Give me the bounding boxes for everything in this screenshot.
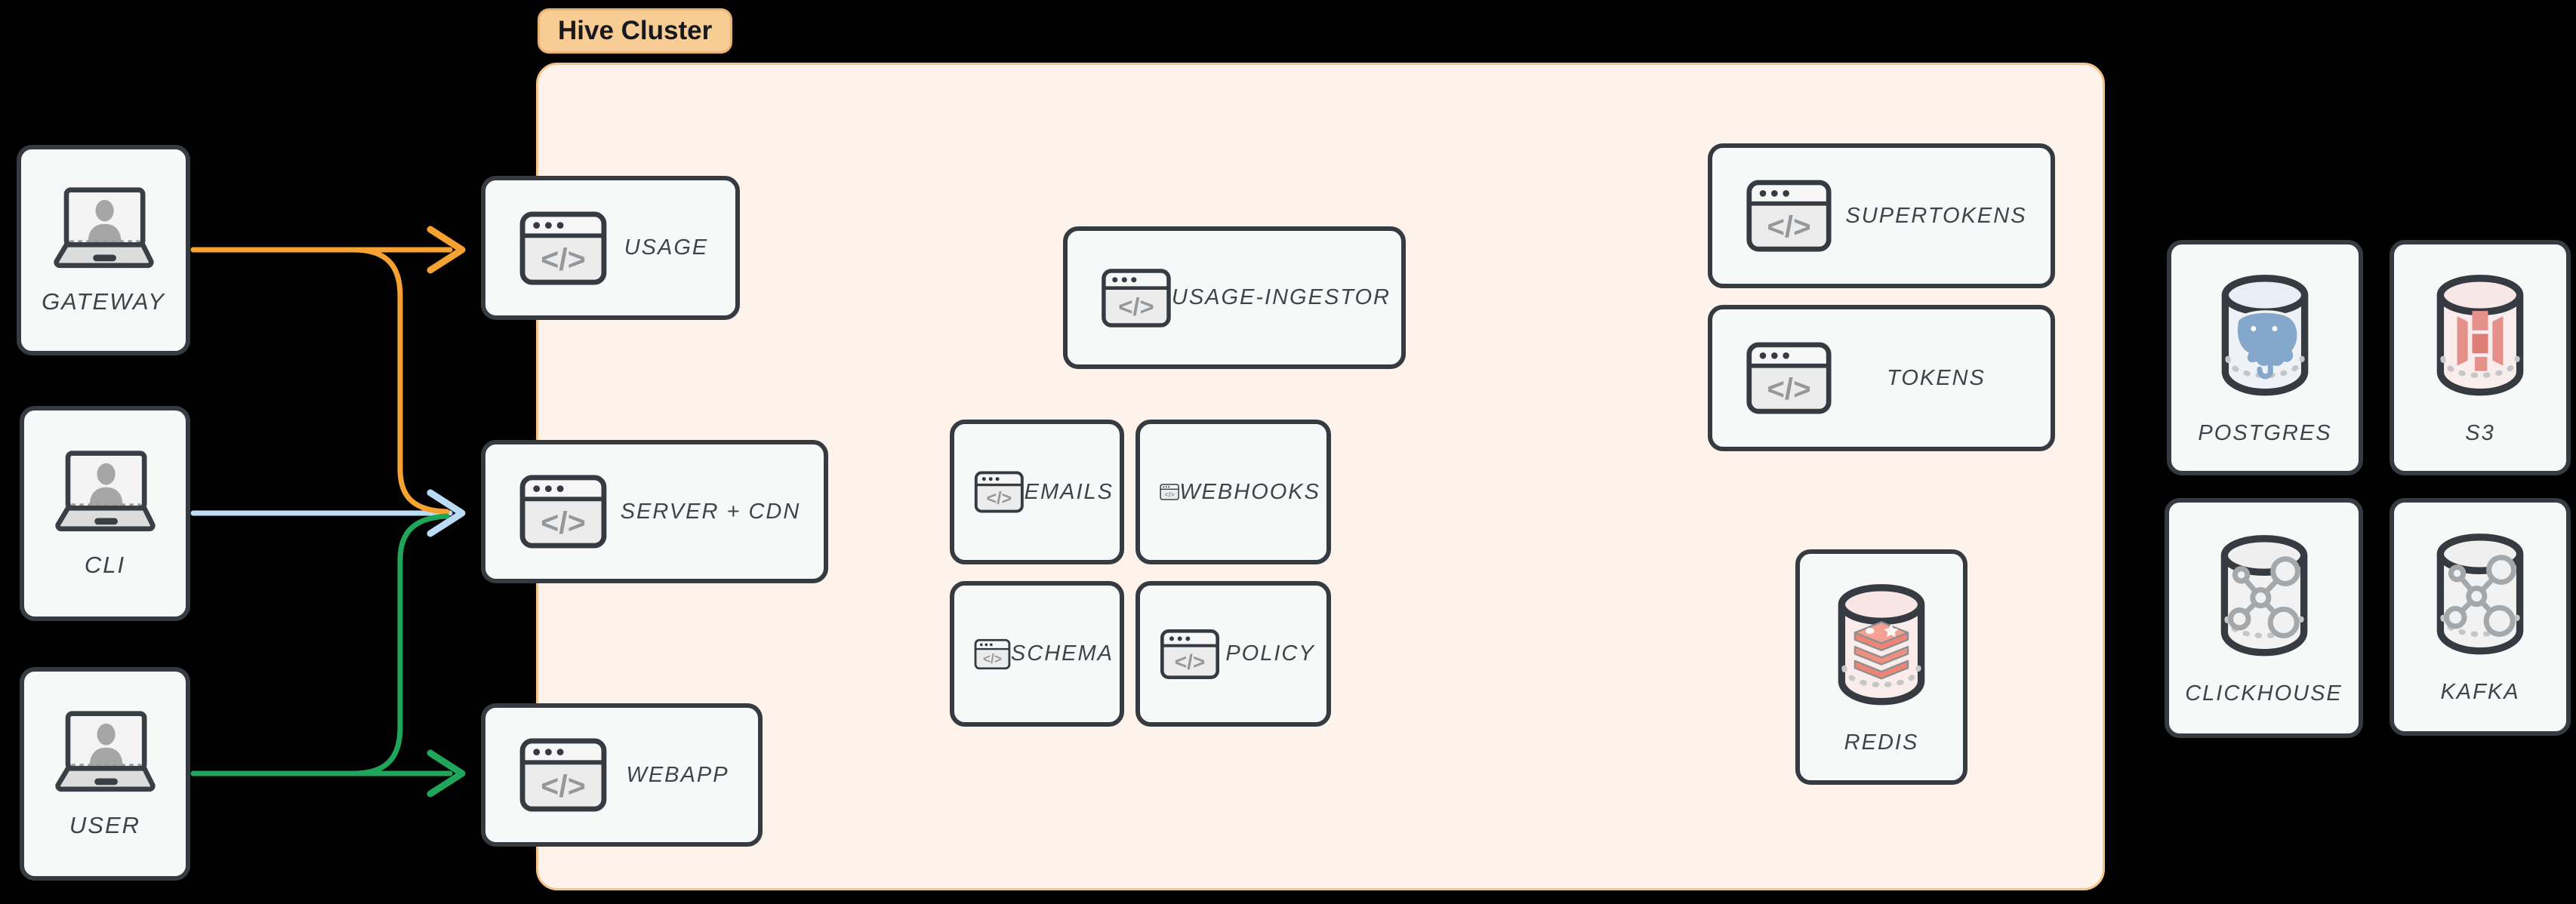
node-schema-label: SCHEMA: [1010, 641, 1114, 666]
node-webhooks: WEBHOOKS: [1135, 420, 1331, 564]
node-tokens-label: TOKENS: [1887, 365, 1986, 390]
code-window-icon: [974, 629, 1011, 680]
hive-cluster-badge-label: Hive Cluster: [558, 16, 713, 45]
node-postgres-label: POSTGRES: [2198, 420, 2332, 445]
node-usage: USAGE: [481, 176, 740, 320]
node-gateway-label: GATEWAY: [42, 288, 165, 315]
edge-gateway-to-usage-arrowhead-icon: [427, 226, 466, 274]
node-postgres: POSTGRES: [2167, 240, 2363, 475]
node-tokens: TOKENS: [1708, 305, 2055, 451]
node-policy-label: POLICY: [1225, 641, 1315, 666]
node-user: USER: [20, 667, 190, 881]
edge-gateway-to-servercdn: [350, 247, 450, 515]
node-redis: REDIS: [1795, 549, 1967, 785]
database-molecule-icon: [2423, 529, 2537, 662]
database-molecule-icon: [2207, 530, 2322, 663]
node-kafka: KAFKA: [2390, 498, 2571, 736]
edge-cli-to-servercdn-arrowhead-icon: [427, 489, 466, 537]
node-s3-label: S3: [2465, 420, 2495, 445]
edge-user-to-webapp-arrowhead-icon: [427, 749, 466, 798]
node-supertokens-label: SUPERTOKENS: [1845, 203, 2027, 228]
laptop-user-icon: [43, 709, 168, 798]
laptop-user-icon: [42, 185, 166, 275]
code-window-icon: [519, 474, 608, 549]
code-window-icon: [519, 211, 608, 286]
node-usage-ingestor-label: USAGE-INGESTOR: [1171, 285, 1391, 309]
node-emails-label: EMAILS: [1024, 479, 1114, 504]
node-usage-ingestor: USAGE-INGESTOR: [1063, 226, 1406, 369]
node-gateway: GATEWAY: [17, 145, 190, 355]
code-window-icon: [1746, 341, 1832, 415]
node-emails: EMAILS: [950, 420, 1124, 564]
node-policy: POLICY: [1135, 581, 1331, 727]
laptop-user-icon: [43, 448, 168, 538]
node-user-label: USER: [69, 812, 141, 838]
database-s3-icon: [2423, 270, 2537, 403]
node-schema: SCHEMA: [950, 581, 1124, 727]
node-webhooks-label: WEBHOOKS: [1179, 479, 1320, 504]
code-window-icon: [1160, 629, 1220, 680]
node-cli: CLI: [20, 406, 190, 621]
node-webapp: WEBAPP: [481, 703, 763, 847]
node-redis-label: REDIS: [1844, 730, 1919, 755]
node-server-cdn: SERVER + CDN: [481, 440, 828, 583]
code-window-icon: [1160, 466, 1179, 518]
node-cli-label: CLI: [84, 552, 126, 578]
database-postgres-icon: [2208, 270, 2322, 403]
node-kafka-label: KAFKA: [2440, 680, 2520, 704]
node-clickhouse-label: CLICKHOUSE: [2185, 681, 2343, 706]
node-s3: S3: [2390, 240, 2571, 475]
code-window-icon: [519, 737, 608, 813]
code-window-icon: [1746, 179, 1832, 253]
node-supertokens: SUPERTOKENS: [1708, 143, 2055, 288]
code-window-icon: [974, 466, 1025, 518]
node-server-cdn-label: SERVER + CDN: [620, 499, 801, 524]
node-webapp-label: WEBAPP: [626, 762, 729, 787]
node-clickhouse: CLICKHOUSE: [2165, 498, 2363, 738]
node-usage-label: USAGE: [624, 235, 709, 260]
edge-user-to-servercdn: [350, 513, 450, 776]
hive-cluster-badge: Hive Cluster: [538, 8, 733, 54]
database-redis-icon: [1824, 580, 1939, 712]
code-window-icon: [1101, 263, 1172, 334]
